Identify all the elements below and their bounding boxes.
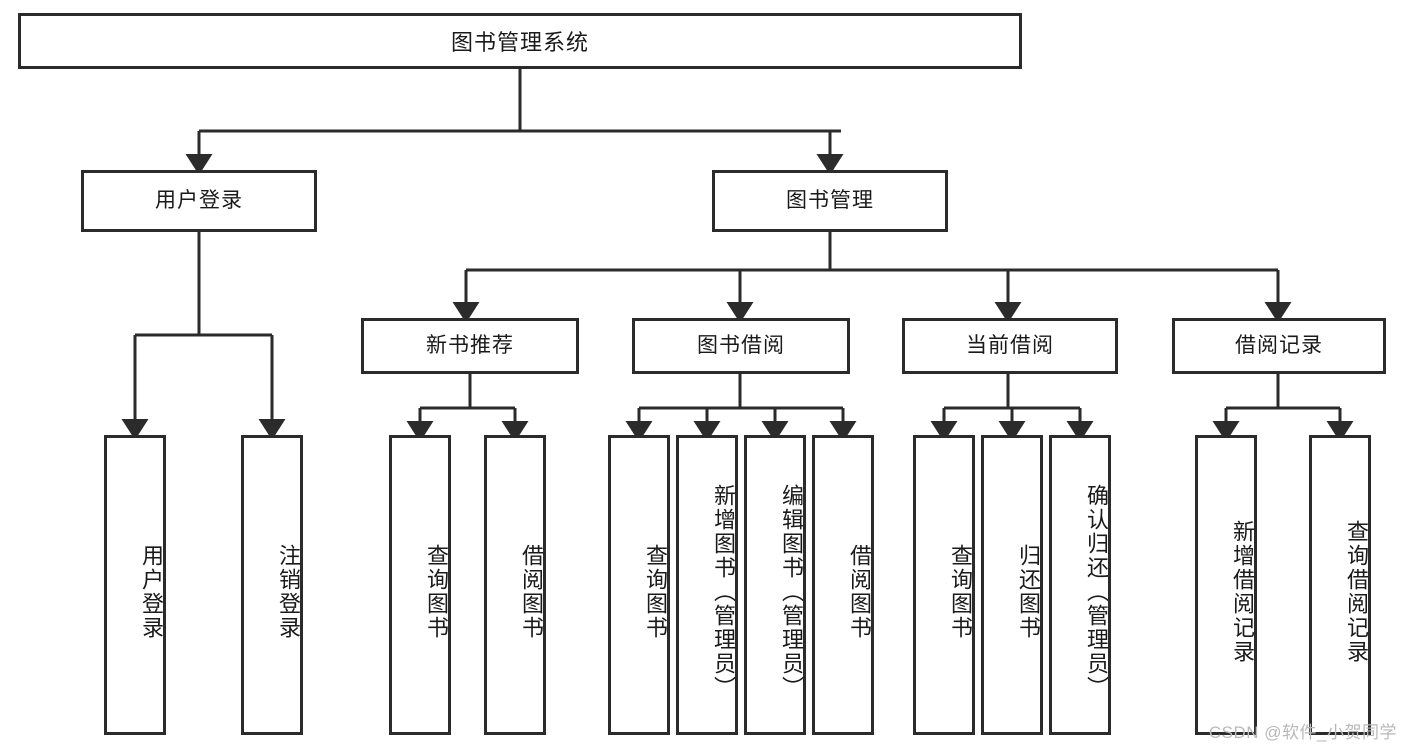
- leaf-add-borrow-record[interactable]: 新增借阅记录: [1195, 435, 1257, 735]
- leaf-query-books-current[interactable]: 查询图书: [913, 435, 975, 735]
- leaf-user-login[interactable]: 用户登录: [104, 435, 166, 735]
- leaf-query-books-newbooks[interactable]: 查询图书: [389, 435, 451, 735]
- leaf-return-books[interactable]: 归还图书: [981, 435, 1043, 735]
- leaf-add-book-admin[interactable]: 新增图书（管理员）: [676, 435, 738, 735]
- node-current-borrow[interactable]: 当前借阅: [902, 318, 1118, 374]
- leaf-borrow-books-newbooks[interactable]: 借阅图书: [484, 435, 546, 735]
- leaf-query-borrow-record-label: 查询借阅记录: [1344, 520, 1369, 664]
- leaf-logout[interactable]: 注销登录: [241, 435, 303, 735]
- node-new-book-recommend[interactable]: 新书推荐: [361, 318, 579, 374]
- node-book-borrow[interactable]: 图书借阅: [632, 318, 850, 374]
- leaf-edit-book-admin[interactable]: 编辑图书（管理员）: [744, 435, 806, 735]
- leaf-borrow-books[interactable]: 借阅图书: [812, 435, 874, 735]
- leaf-borrow-books-newbooks-label: 借阅图书: [519, 544, 544, 640]
- node-book-borrow-label: 图书借阅: [697, 334, 785, 358]
- leaf-query-borrow-record[interactable]: 查询借阅记录: [1309, 435, 1371, 735]
- leaf-confirm-return-admin-label: 确认归还（管理员）: [1084, 484, 1109, 700]
- node-borrow-records[interactable]: 借阅记录: [1172, 318, 1386, 374]
- node-book-management-label: 图书管理: [786, 189, 874, 213]
- leaf-query-books-borrow-label: 查询图书: [643, 544, 668, 640]
- leaf-logout-label: 注销登录: [276, 544, 301, 640]
- node-current-borrow-label: 当前借阅: [966, 334, 1054, 358]
- node-root-label: 图书管理系统: [450, 30, 589, 55]
- leaf-borrow-books-label: 借阅图书: [847, 544, 872, 640]
- node-borrow-records-label: 借阅记录: [1235, 334, 1323, 358]
- node-user-login-label: 用户登录: [155, 189, 243, 213]
- leaf-add-borrow-record-label: 新增借阅记录: [1230, 520, 1255, 664]
- watermark: CSDN @软件_小贺同学: [1208, 723, 1397, 742]
- leaf-user-login-label: 用户登录: [139, 544, 164, 640]
- node-root[interactable]: 图书管理系统: [18, 13, 1022, 69]
- leaf-edit-book-admin-label: 编辑图书（管理员）: [779, 484, 804, 700]
- leaf-query-books-borrow[interactable]: 查询图书: [608, 435, 670, 735]
- node-user-login[interactable]: 用户登录: [81, 170, 317, 232]
- node-book-management[interactable]: 图书管理: [712, 170, 948, 232]
- leaf-add-book-admin-label: 新增图书（管理员）: [711, 484, 736, 700]
- leaf-confirm-return-admin[interactable]: 确认归还（管理员）: [1049, 435, 1111, 735]
- node-new-book-recommend-label: 新书推荐: [426, 334, 514, 358]
- leaf-return-books-label: 归还图书: [1016, 544, 1041, 640]
- leaf-query-books-newbooks-label: 查询图书: [424, 544, 449, 640]
- leaf-query-books-current-label: 查询图书: [948, 544, 973, 640]
